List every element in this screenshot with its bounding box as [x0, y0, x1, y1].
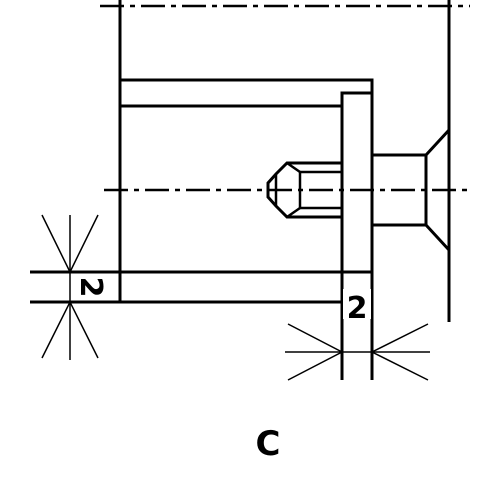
- horizontal-dimension-value: 2: [347, 291, 368, 326]
- vertical-dimension-arrow-top: [41, 214, 99, 274]
- view-caption: C: [256, 424, 281, 464]
- screw-shank-outer: [266, 161, 342, 219]
- horizontal-dimension-arrow-right: [370, 323, 429, 381]
- horizontal-dimension-label-box: [343, 289, 371, 319]
- upper-block-outline: [120, 78, 374, 292]
- screw-chamfer-bottom: [286, 206, 301, 219]
- vertical-dimension-value: 2: [73, 277, 108, 298]
- screw-head-lower: [372, 223, 451, 252]
- screw-head: [372, 128, 451, 157]
- plate-outline: [340, 91, 372, 380]
- horizontal-dimension-arrow-left: [287, 323, 344, 381]
- screw-chamfer-top: [286, 161, 301, 174]
- vertical-dimension-arrow-bottom: [41, 300, 99, 359]
